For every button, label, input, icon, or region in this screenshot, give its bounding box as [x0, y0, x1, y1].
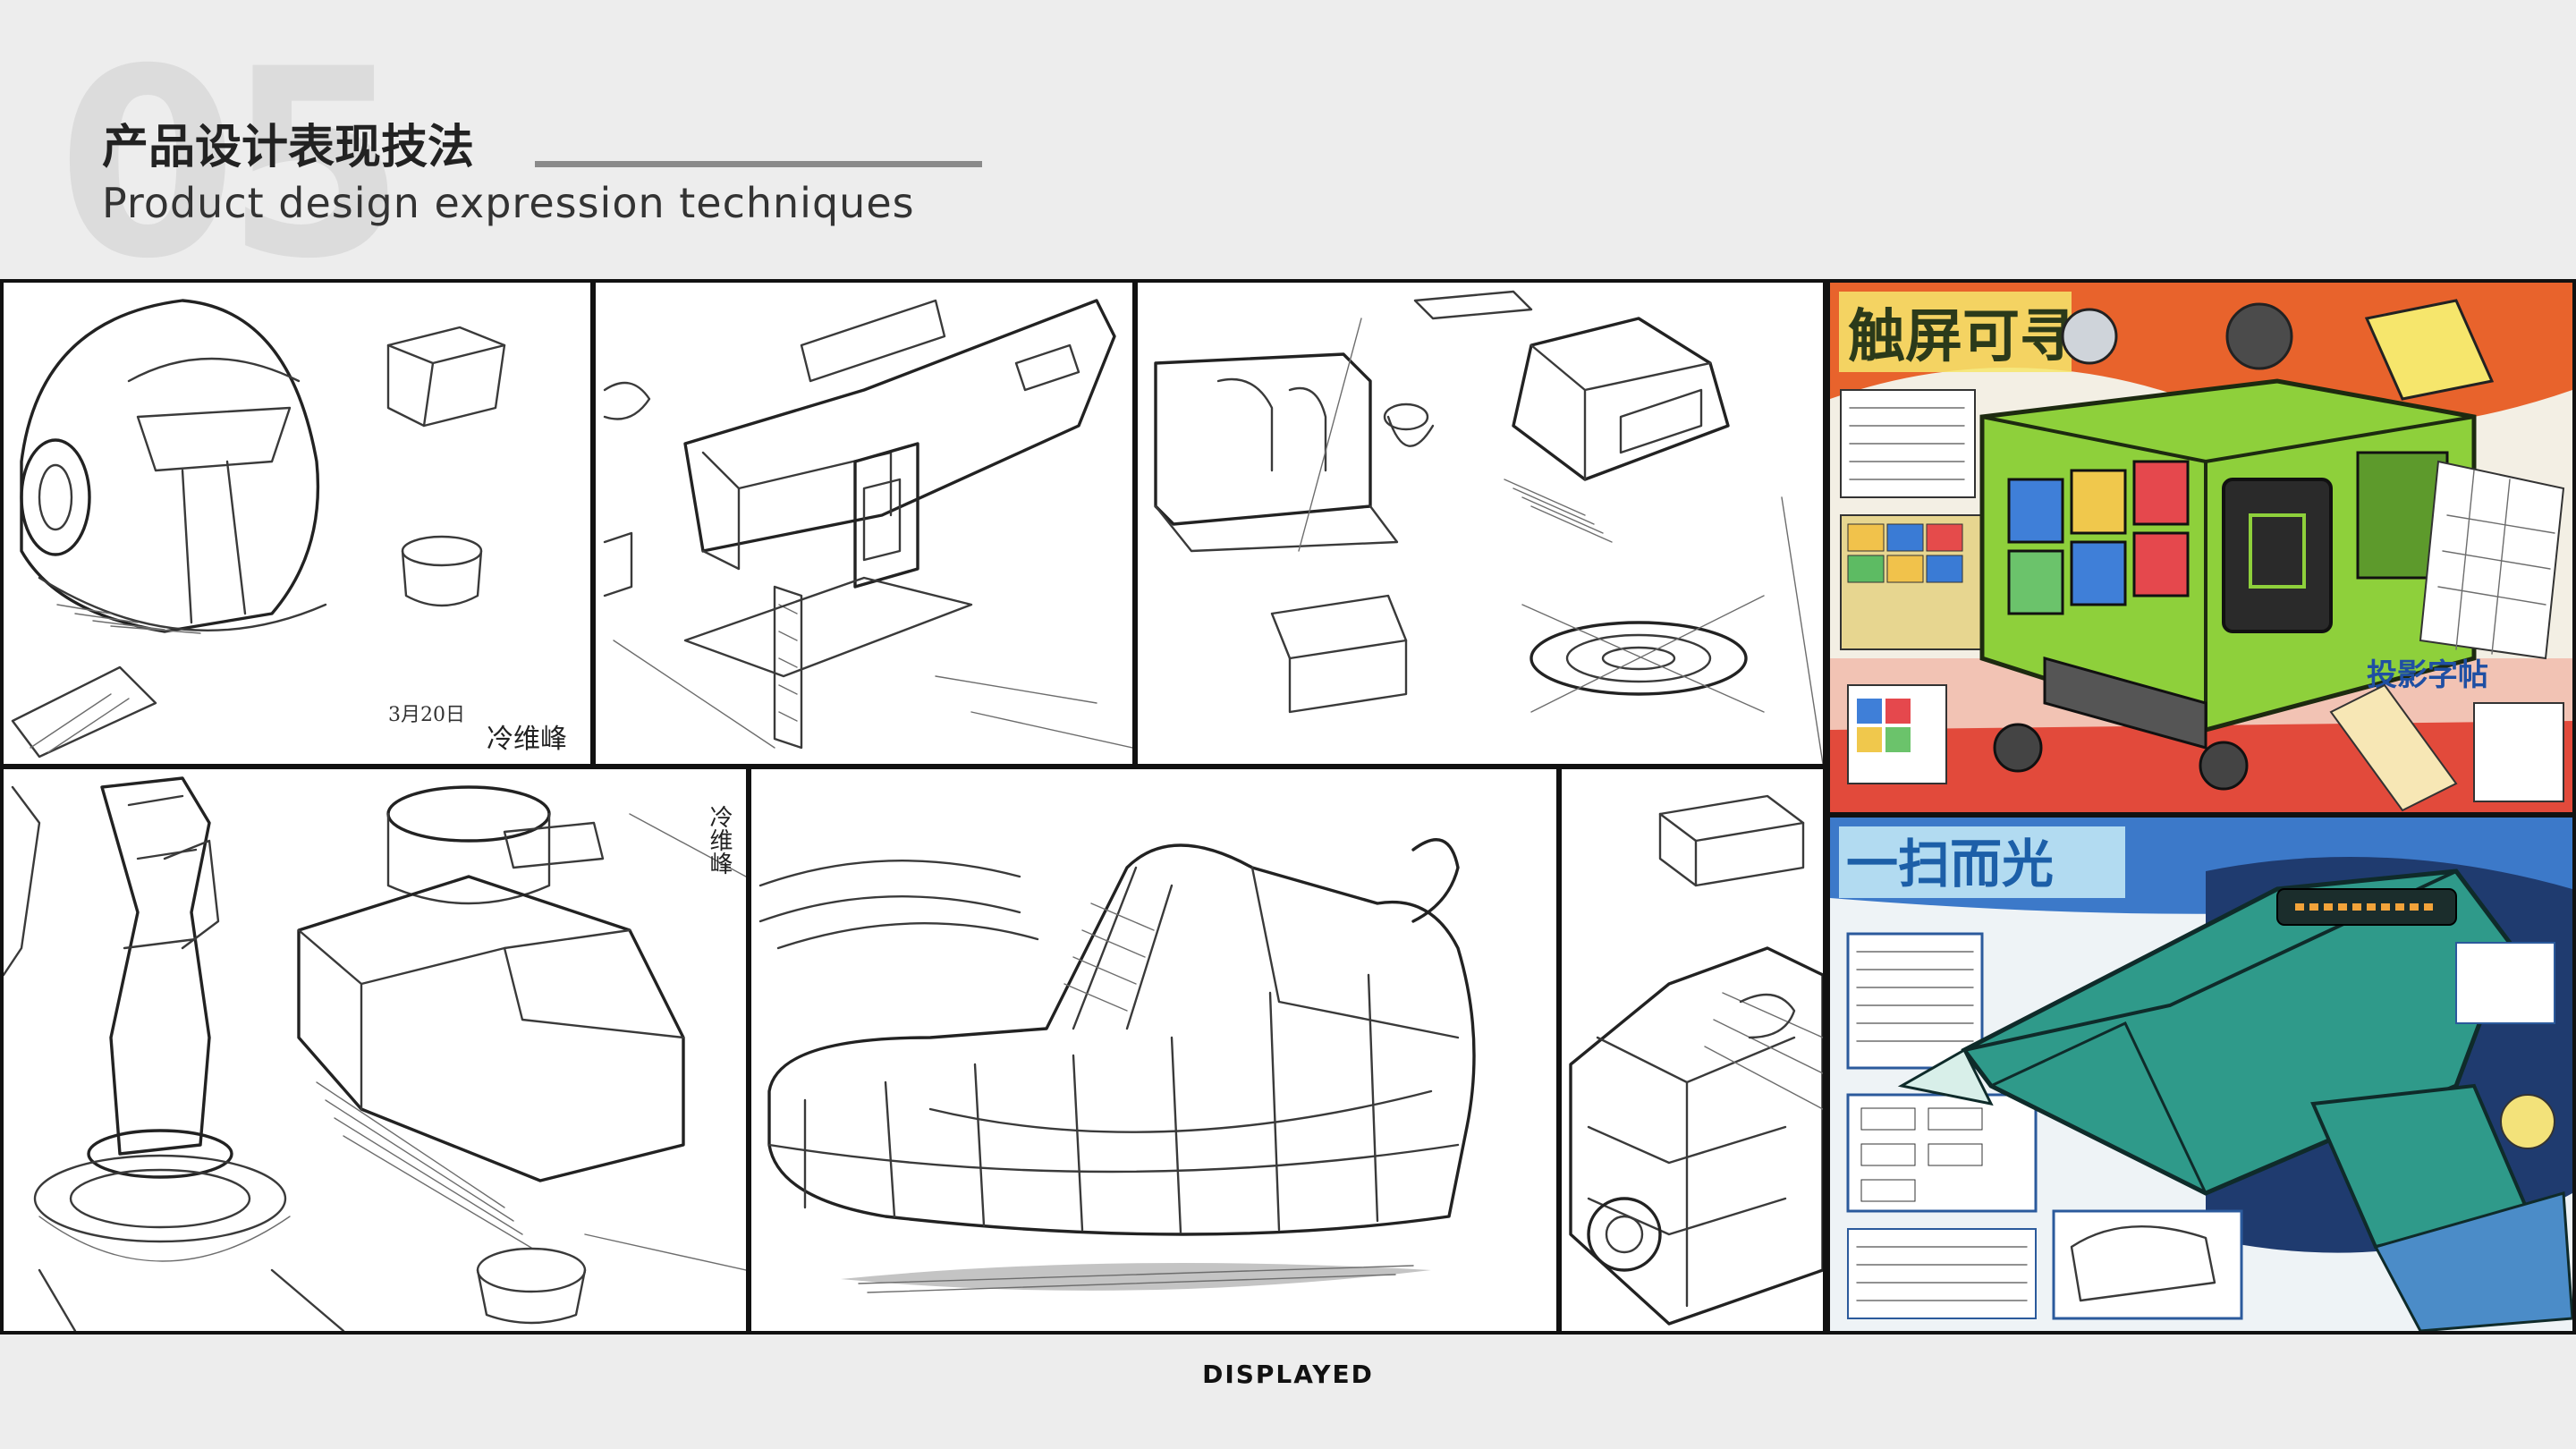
poster-title: 触屏可寻: [1848, 304, 2077, 370]
sketch-gallery: 3月20日 冷维峰: [0, 279, 2576, 1335]
projector-poster-panel: 触屏可寻: [1830, 283, 2572, 812]
dispenser-sketch: 冷维峰: [4, 776, 746, 1331]
device-sketch: [1154, 290, 1823, 764]
helmet-sketch: 3月20日 冷维峰: [11, 299, 567, 758]
vacuum-poster-title: 一扫而光: [1846, 834, 2054, 894]
vacuum-poster: 一扫而光: [1830, 818, 2572, 1331]
footer-label: DISPLAYED: [1202, 1360, 1374, 1389]
projector-poster: 触屏可寻: [1830, 283, 2572, 812]
helmet-sketch-date: 3月20日: [388, 704, 465, 726]
title-divider: [535, 161, 982, 167]
page-title-chinese: 产品设计表现技法: [102, 121, 475, 174]
dispenser-sketch-signature: 冷维峰: [706, 805, 733, 875]
mechanical-sketch: [1569, 794, 1823, 1326]
mechanical-sketch-panel: [1562, 769, 1823, 1331]
power-tool-sketch-panel: [596, 283, 1132, 764]
section-number: 05: [57, 14, 406, 316]
page-header: 05 产品设计表现技法 Product design expression te…: [0, 0, 2576, 295]
shoe-sketch: [758, 838, 1476, 1293]
power-tool-sketch: [603, 299, 1132, 750]
dispenser-sketch-panel: 冷维峰: [4, 769, 746, 1331]
device-sketch-panel: [1138, 283, 1823, 764]
shoe-sketch-panel: [751, 769, 1556, 1331]
helmet-sketch-panel: 3月20日 冷维峰: [4, 283, 590, 764]
vacuum-poster-panel: 一扫而光: [1830, 818, 2572, 1331]
page-title-english: Product design expression techniques: [102, 179, 915, 227]
helmet-sketch-signature: 冷维峰: [487, 724, 567, 755]
